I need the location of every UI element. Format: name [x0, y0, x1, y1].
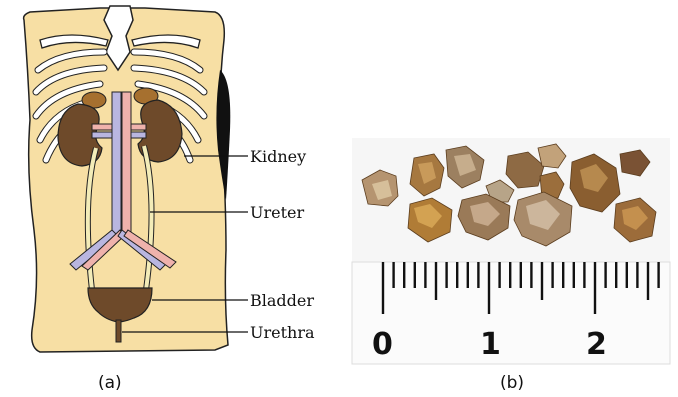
ruler-number-1: 1: [480, 327, 501, 362]
label-ureter: Ureter: [250, 203, 305, 222]
label-kidney: Kidney: [250, 147, 306, 166]
ruler-number-0: 0: [372, 327, 393, 362]
label-bladder: Bladder: [250, 291, 314, 310]
ruler-number-2: 2: [586, 327, 607, 362]
anatomy-diagram: Kidney Ureter Bladder Urethra (a): [24, 6, 315, 393]
caption-b: (b): [500, 373, 524, 393]
kidney-stones-photo: 0 1 2 (b): [352, 138, 670, 393]
vena-cava: [112, 92, 121, 234]
aorta: [122, 92, 131, 234]
caption-a: (a): [98, 373, 122, 393]
urethra: [116, 320, 121, 342]
label-urethra: Urethra: [250, 323, 315, 342]
